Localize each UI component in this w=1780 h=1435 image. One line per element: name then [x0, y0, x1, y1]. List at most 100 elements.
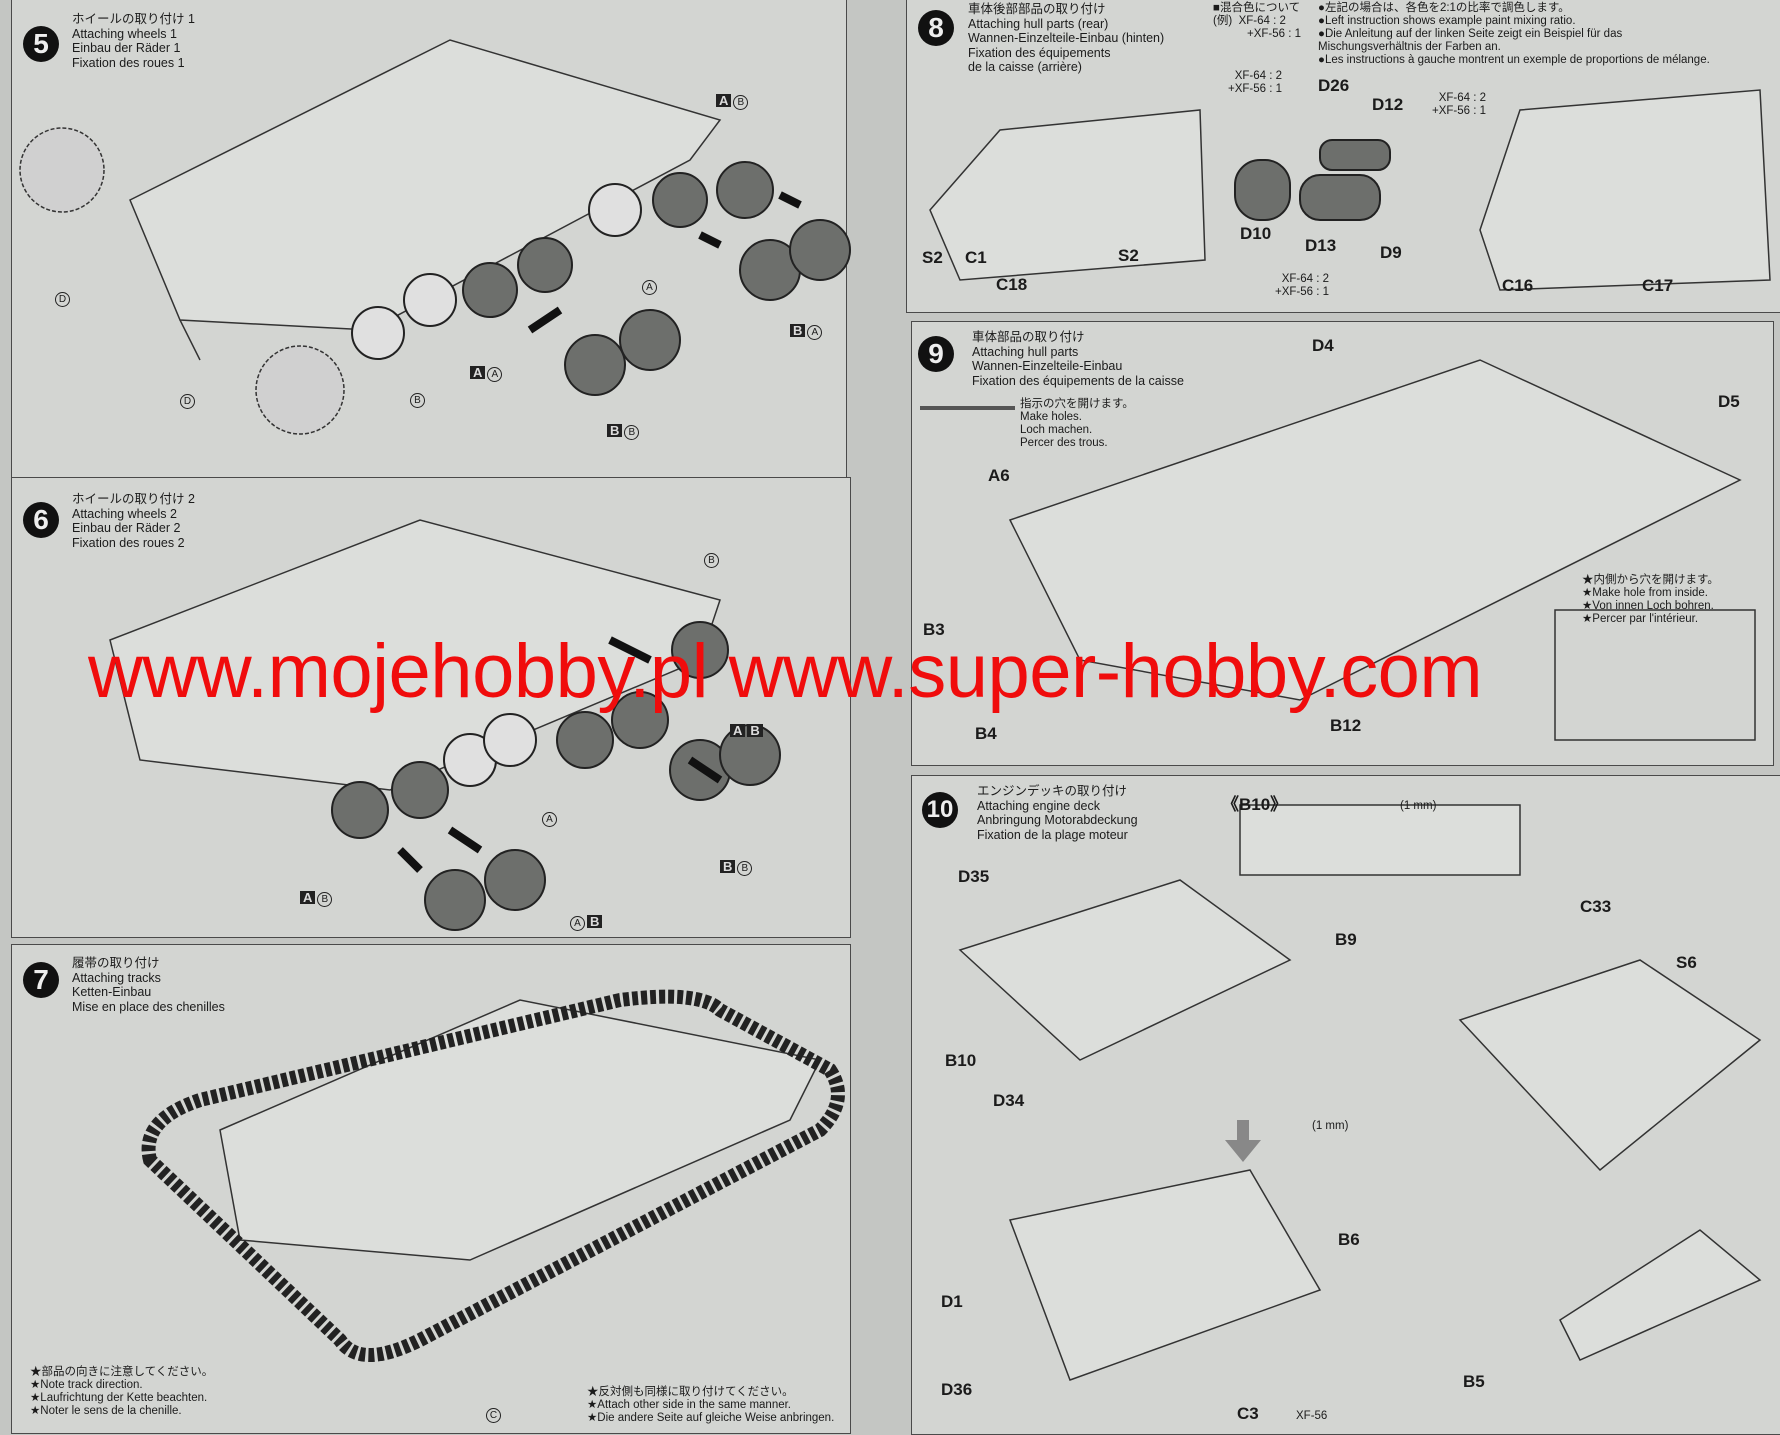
- note: ●Die Anleitung auf der linken Seite zeig…: [1318, 28, 1623, 40]
- title-ja: 車体後部部品の取り付け: [968, 2, 1106, 16]
- paint-label: XF-64 : 2+XF-56 : 1: [1228, 70, 1282, 96]
- part-label: B12: [1330, 716, 1362, 735]
- part-label: B6: [1338, 1230, 1360, 1249]
- part-label: B3: [923, 620, 945, 639]
- part-label: C16: [1502, 276, 1534, 295]
- title-en: Attaching hull parts (rear): [968, 16, 1109, 31]
- note: ★内側から穴を開けます。: [1582, 574, 1719, 586]
- note: ★反対側も同様に取り付けてください。: [587, 1386, 794, 1398]
- track-drawing: [141, 989, 845, 1362]
- part-circle: D: [180, 394, 195, 409]
- note: Mischungsverhältnis der Farben an.: [1318, 41, 1501, 53]
- note: Make holes.: [1020, 411, 1083, 423]
- title-en: Attaching tracks: [72, 970, 161, 985]
- note: Loch machen.: [1020, 424, 1093, 436]
- part-label: B5: [1463, 1372, 1485, 1391]
- part-marker: B: [704, 553, 721, 568]
- note: ★部品の向きに注意してください。: [30, 1366, 214, 1378]
- note: ●Les instructions à gauche montrent un e…: [1318, 54, 1710, 66]
- step-6-badge: 6: [23, 502, 59, 538]
- mix-a: XF-64 : 2: [1238, 15, 1286, 27]
- title-fr: Fixation des roues 2: [72, 535, 185, 550]
- part-label: D5: [1718, 392, 1740, 411]
- part-label: B9: [1335, 930, 1357, 949]
- part-circle: D: [55, 292, 70, 307]
- title-de: Wannen-Einzelteile-Einbau: [972, 359, 1123, 373]
- part-label: B4: [975, 724, 997, 743]
- part-box: A: [716, 94, 732, 107]
- note: ★Von innen Loch bohren.: [1582, 600, 1714, 612]
- step-7-title: 履帯の取り付け Attaching tracks Ketten-Einbau M…: [72, 956, 225, 1014]
- title-de: Anbringung Motorabdeckung: [977, 813, 1138, 827]
- note: ★Make hole from inside.: [1582, 587, 1709, 599]
- paint-code: XF-56: [1296, 1410, 1328, 1422]
- step-5-badge: 5: [23, 26, 59, 62]
- step-5-title: ホイールの取り付け 1 Attaching wheels 1 Einbau de…: [72, 12, 195, 70]
- drill-icon: [920, 406, 1015, 410]
- part-label: D34: [993, 1091, 1025, 1110]
- paint-label: XF-64 : 2+XF-56 : 1: [1432, 92, 1486, 118]
- part-label: D35: [958, 867, 990, 886]
- part-circle: C: [486, 1408, 501, 1423]
- part-circle: A: [487, 367, 503, 382]
- part-label: D9: [1380, 243, 1402, 262]
- part-label: C3: [1237, 1404, 1259, 1423]
- part-label: S2: [922, 248, 943, 267]
- paint-mix-notes: ●左記の場合は、各色を2:1の比率で調色します。 ●Left instructi…: [1318, 2, 1710, 67]
- part-label: D10: [1240, 224, 1272, 243]
- title-ja: ホイールの取り付け 1: [72, 12, 195, 26]
- mix-b: +XF-56 : 1: [1247, 28, 1302, 40]
- part-circle: B: [410, 393, 425, 408]
- mix-a: XF-64 : 2: [1281, 273, 1330, 285]
- part-circle: B: [733, 95, 749, 110]
- step-8-badge: 8: [918, 10, 954, 46]
- part-box: B: [747, 724, 763, 737]
- part-marker: B: [410, 393, 427, 408]
- part-circle: A: [807, 325, 823, 340]
- part-label: C33: [1580, 897, 1612, 916]
- step-10-title: エンジンデッキの取り付け Attaching engine deck Anbri…: [977, 784, 1138, 842]
- mix-a: XF-64 : 2: [1234, 70, 1283, 82]
- title-fr: Mise en place des chenilles: [72, 999, 225, 1014]
- mix-b: +XF-56 : 1: [1275, 286, 1330, 298]
- note: Percer des trous.: [1020, 437, 1108, 449]
- step-10-badge: 10: [922, 792, 958, 828]
- note: 指示の穴を開けます。: [1020, 398, 1134, 410]
- part-marker: C: [486, 1408, 503, 1423]
- note: ★Percer par l'intérieur.: [1582, 613, 1699, 625]
- part-label: A6: [988, 466, 1010, 485]
- part-label: D4: [1312, 336, 1334, 355]
- title-fr: Fixation de la plage moteur: [977, 827, 1128, 842]
- note: ●左記の場合は、各色を2:1の比率で調色します。: [1318, 2, 1570, 14]
- part-circle: A: [542, 812, 557, 827]
- mix-heading: ■混合色について: [1213, 2, 1301, 14]
- part-label: D26: [1318, 76, 1350, 95]
- step-9-title: 車体部品の取り付け Attaching hull parts Wannen-Ei…: [972, 330, 1184, 388]
- part-circle: A: [642, 280, 657, 295]
- mix-a: XF-64 : 2: [1438, 92, 1487, 104]
- title-fr: Fixation des équipements: [968, 45, 1111, 60]
- down-arrow-icon: [1225, 1120, 1261, 1162]
- part-box: B: [720, 860, 736, 873]
- drill-inside-note: ★内側から穴を開けます。 ★Make hole from inside. ★Vo…: [1582, 574, 1719, 626]
- part-label: D36: [941, 1380, 973, 1399]
- watermark: www.mojehobby.pl www.super-hobby.com: [88, 629, 1483, 714]
- mix-b: +XF-56 : 1: [1432, 105, 1487, 117]
- mix-example: (例): [1213, 15, 1233, 27]
- part-box: B: [607, 424, 623, 437]
- note: ★Laufrichtung der Kette beachten.: [30, 1392, 208, 1404]
- callout-label: 《B10》: [1222, 795, 1288, 814]
- part-label: D1: [941, 1292, 963, 1311]
- part-box: B: [587, 915, 603, 928]
- other-side-note: ★反対側も同様に取り付けてください。 ★Attach other side in…: [587, 1386, 834, 1425]
- step-8-title: 車体後部部品の取り付け Attaching hull parts (rear) …: [968, 2, 1164, 75]
- paint-label: XF-64 : 2+XF-56 : 1: [1275, 273, 1329, 299]
- title-fr: Fixation des roues 1: [72, 55, 185, 70]
- part-label: D13: [1305, 236, 1337, 255]
- title-ja: エンジンデッキの取り付け: [977, 784, 1128, 798]
- part-box: A: [730, 724, 746, 737]
- part-marker: A: [542, 812, 559, 827]
